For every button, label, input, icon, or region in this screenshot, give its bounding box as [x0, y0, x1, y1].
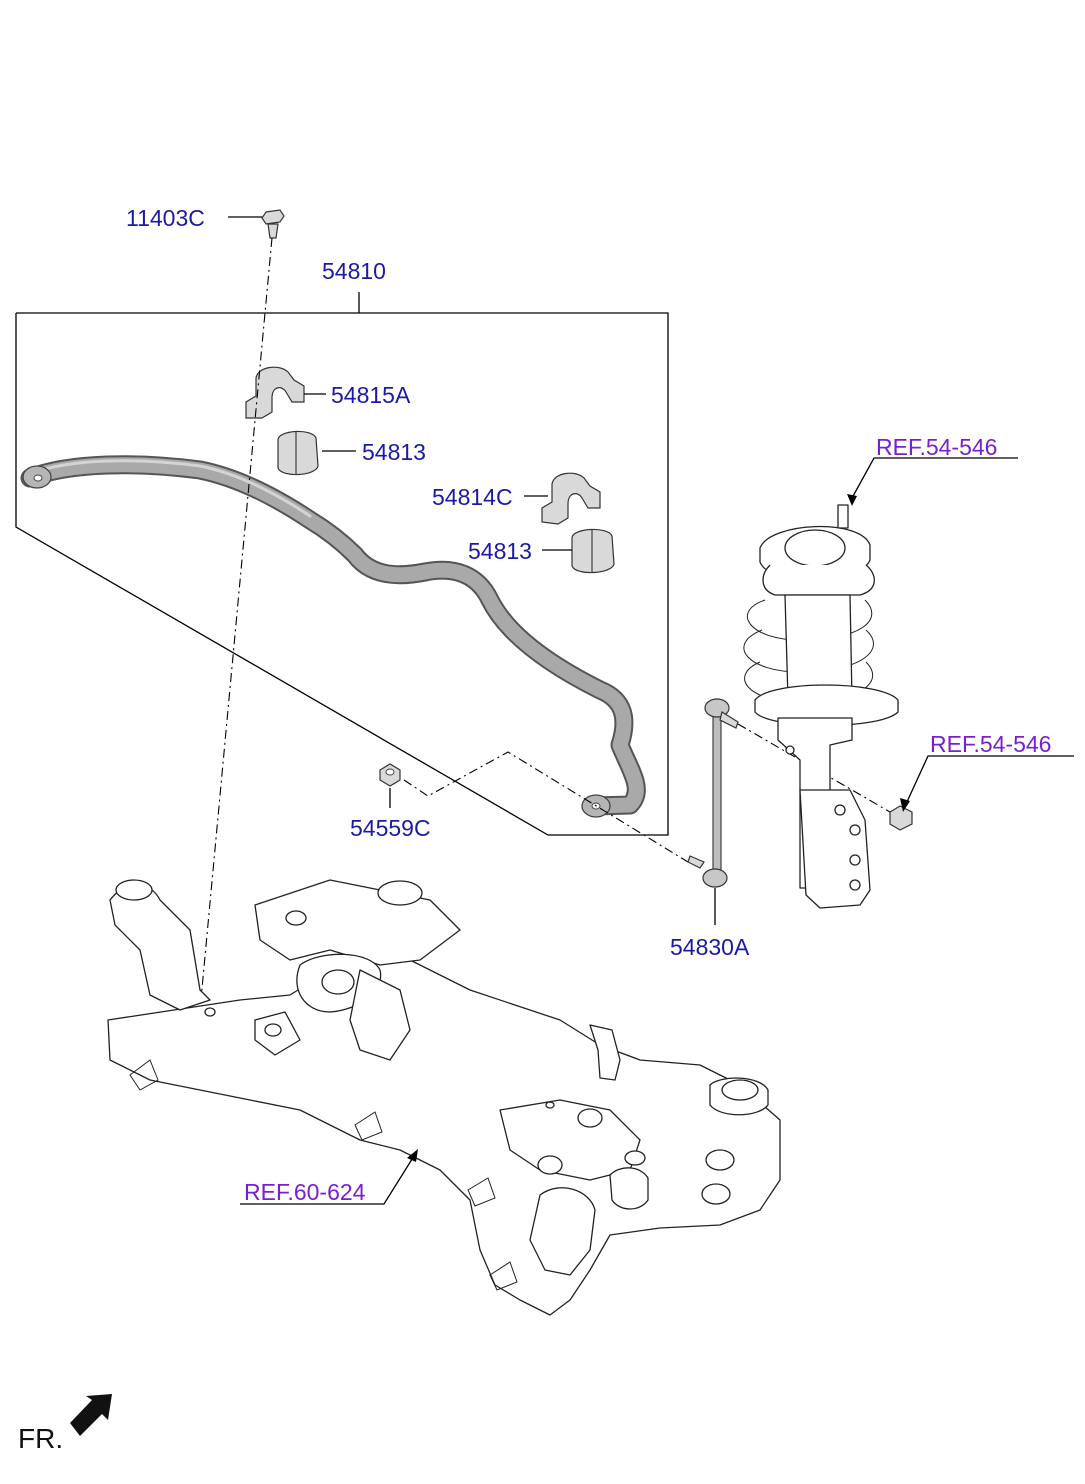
- ref-strut-top[interactable]: REF.54-546: [876, 434, 997, 460]
- ref-crossmember[interactable]: REF.60-624: [244, 1179, 366, 1205]
- label-54559C[interactable]: 54559C: [350, 815, 431, 841]
- front-arrow-icon: [70, 1394, 112, 1436]
- label-54815A[interactable]: 54815A: [331, 382, 411, 408]
- nut-axis: [403, 751, 689, 863]
- link-shape: [687, 698, 739, 888]
- strut-assembly-shape: [743, 504, 899, 909]
- label-54830A[interactable]: 54830A: [670, 934, 750, 960]
- label-11403C[interactable]: 11403C: [126, 205, 205, 231]
- label-54813-right[interactable]: 54813: [468, 538, 532, 564]
- bolt-shape: [261, 209, 285, 239]
- strut-nut-shape: [889, 805, 913, 831]
- leader-lines: [228, 216, 1074, 1205]
- bolt-axis: [199, 237, 273, 1011]
- assembly-frame: [15, 292, 669, 836]
- bracket-left-shape: [245, 366, 305, 419]
- front-direction-marker: FR.: [18, 1394, 112, 1454]
- label-54810[interactable]: 54810: [322, 258, 386, 284]
- bushing-left-shape: [277, 430, 319, 476]
- label-54813-left[interactable]: 54813: [362, 439, 426, 465]
- bracket-right-shape: [541, 472, 601, 525]
- label-54814C[interactable]: 54814C: [432, 484, 513, 510]
- ref-strut-nut[interactable]: REF.54-546: [930, 731, 1051, 757]
- bushing-right-shape: [571, 528, 615, 574]
- front-label: FR.: [18, 1423, 63, 1454]
- nut-shape: [379, 763, 401, 787]
- link-strut-axis: [737, 723, 891, 813]
- crossmember-shape: [107, 879, 781, 1316]
